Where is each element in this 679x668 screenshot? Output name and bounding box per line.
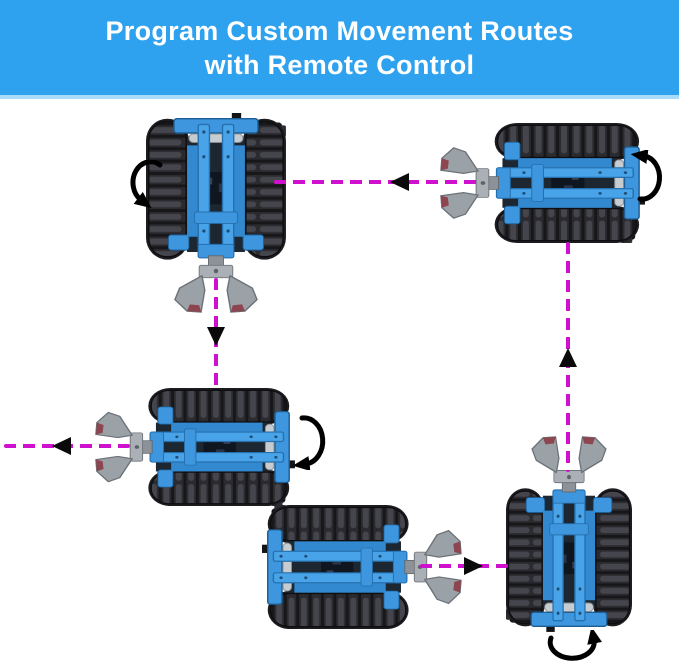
arrowhead-left-icon (390, 173, 409, 191)
rotation-arrow-top-left-icon (130, 160, 163, 208)
arrowhead-up-icon (559, 348, 577, 367)
rotation-arrow-top-right-icon (630, 150, 662, 202)
arrowhead-down-icon (207, 327, 225, 346)
rotation-arrow-middle-left-icon (294, 415, 326, 470)
arrowhead-right-icon (464, 557, 483, 575)
route-dash-top (274, 180, 478, 184)
header-banner: Program Custom Movement Routes with Remo… (0, 0, 679, 99)
page-title-line2: with Remote Control (204, 49, 475, 80)
rotation-arrow-bottom-right-icon (547, 630, 602, 661)
arrowhead-left-icon (52, 437, 71, 455)
page-title-line1: Program Custom Movement Routes (105, 15, 574, 46)
